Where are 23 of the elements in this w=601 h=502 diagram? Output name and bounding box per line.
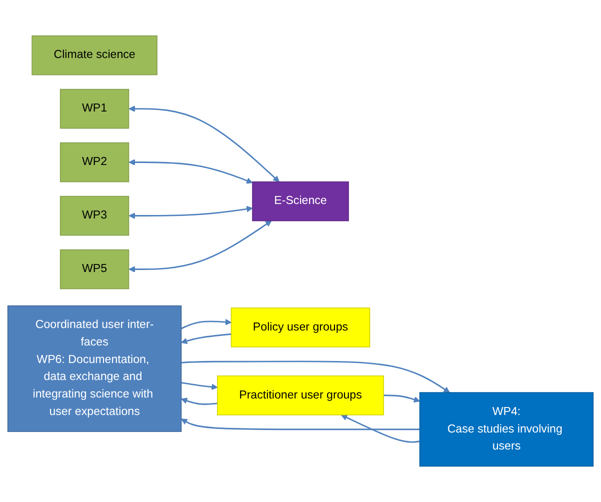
node-box [60,249,130,290]
node-box [60,88,130,129]
node-box [252,181,349,222]
flowchart-drawing: Climate science WP1 WP2 WP3 WP5 E-Science Coordinated user inter-faces WP6: Documentation, data exchange and integrating science with user expectations Policy user groups Practitioner user groups WP4: Case studies involving users [2,30,599,472]
arrow [181,398,218,405]
arrow [128,206,253,219]
node-box [419,392,594,467]
arrow [180,318,232,330]
arrow [128,106,280,182]
node-box [217,376,384,416]
node-box [60,196,130,236]
arrow [181,382,218,390]
arrow [340,414,420,443]
node-box [32,35,158,76]
arrow [128,159,253,184]
arrow [181,360,450,393]
node-box [60,142,130,182]
arrow [181,333,232,344]
node-box [7,305,182,432]
arrow [128,220,272,272]
node-box [230,308,370,348]
arrow [181,418,420,430]
arrow [384,394,420,402]
